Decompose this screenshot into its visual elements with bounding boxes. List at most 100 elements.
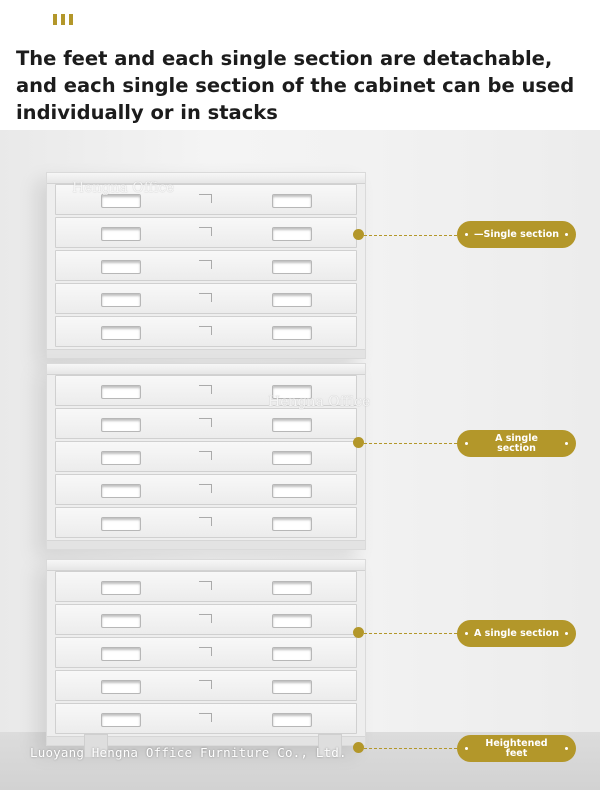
decoration-bar [53,14,57,25]
drawer-handle [101,581,141,595]
drawer-handle [101,451,141,465]
headline: The feet and each single section are det… [16,47,575,124]
drawer-handle [101,227,141,241]
company-watermark: Luoyang Hengna Office Furniture Co., Ltd… [30,745,347,760]
label-holder [199,260,212,269]
callout-label: Heightened feet [485,737,548,759]
cabinet-base [47,349,365,358]
drawer [55,316,357,347]
label-holder [199,680,212,689]
cabinet-section-middle [46,363,366,550]
decoration-bar [61,14,65,25]
callout-label: A single section [495,432,538,454]
drawer-handle [272,484,312,498]
drawer [55,250,357,281]
pill-dot [465,233,468,236]
label-holder [199,326,212,335]
label-holder [199,647,212,656]
drawer-handle [272,451,312,465]
decoration-bar [69,14,73,25]
drawer [55,604,357,635]
callout-dot [353,627,364,638]
drawer [55,441,357,472]
pill-dot [465,747,468,750]
drawer-handle [101,484,141,498]
callout-line [364,748,457,749]
callout-dot [353,229,364,240]
cabinet-top [47,173,365,184]
label-holder [199,194,212,203]
pill-dot [565,442,568,445]
cabinet-base [47,736,365,745]
drawer-handle [272,227,312,241]
label-holder [199,713,212,722]
cabinet-section-bottom [46,559,366,746]
cabinet-top [47,560,365,571]
brand-watermark-top: Hengna Office [72,180,175,196]
drawer [55,474,357,505]
label-holder [199,293,212,302]
cabinet-foot-right [318,734,342,758]
drawer [55,637,357,668]
drawer-handle [101,517,141,531]
drawer [55,184,357,215]
label-holder [199,614,212,623]
label-holder [199,451,212,460]
drawer [55,283,357,314]
drawer-handle [272,614,312,628]
drawer [55,408,357,439]
drawer-handle [272,418,312,432]
drawer-handle [272,647,312,661]
label-holder [199,227,212,236]
drawer-handle [101,260,141,274]
drawer-handle [272,713,312,727]
drawer-handle [101,194,141,208]
pill-dot [465,632,468,635]
callout-dot [353,437,364,448]
drawer-handle [101,647,141,661]
drawer-handle [101,614,141,628]
drawer-handle [272,517,312,531]
drawer-handle [101,713,141,727]
cabinet-top [47,364,365,375]
pill-dot [565,233,568,236]
drawer-handle [272,293,312,307]
drawer [55,507,357,538]
drawer [55,670,357,701]
drawer [55,375,357,406]
callout-heightened-feet: Heightened feet [457,735,576,762]
callout-dot [353,742,364,753]
callout-line [364,633,457,634]
callout-line [364,443,457,444]
label-holder [199,418,212,427]
callout-label: —Single section [474,228,559,240]
drawer-handle [101,680,141,694]
drawer-handle [101,385,141,399]
drawer-handle [272,326,312,340]
brand-watermark-middle: Hengna Office [268,394,371,410]
title-decoration-bars [53,14,77,26]
label-holder [199,517,212,526]
drawer-handle [101,293,141,307]
cabinet-foot-left [84,734,108,758]
pill-dot [565,747,568,750]
drawer [55,217,357,248]
callout-label: A single section [474,627,559,639]
drawer-handle [272,194,312,208]
callout-single-section: —Single section [457,221,576,248]
label-holder [199,385,212,394]
drawer-handle [272,680,312,694]
pill-dot [465,442,468,445]
drawer [55,571,357,602]
callout-a-single-section: A single section [457,430,576,457]
label-holder [199,484,212,493]
drawer [55,703,357,734]
drawer-handle [272,260,312,274]
label-holder [199,581,212,590]
cabinet-section-top [46,172,366,359]
pill-dot [565,632,568,635]
cabinet-base [47,540,365,549]
drawer-handle [101,326,141,340]
callout-line [364,235,457,236]
drawer-handle [101,418,141,432]
